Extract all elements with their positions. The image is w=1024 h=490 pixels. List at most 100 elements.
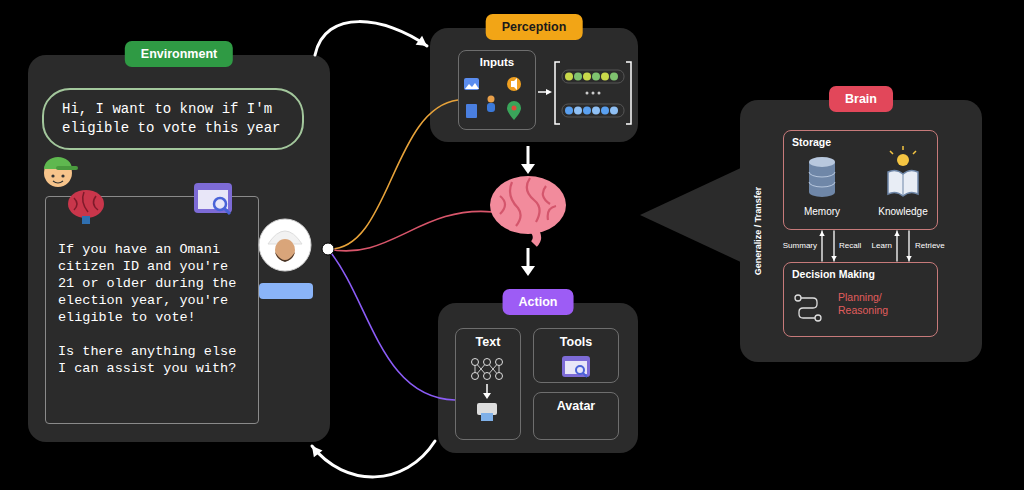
brain-panel: BrainStorageDecision MakingPlanning/ Rea… [740,100,982,362]
callout-pointer [640,166,745,264]
text-generation-icon [481,413,493,421]
brain-icon [82,216,90,224]
flow-arrow [831,231,837,261]
flow-line [896,231,897,261]
tools-icon [565,361,587,374]
memory-database-icon [809,172,835,187]
arrow-head [819,231,825,236]
flow-line [908,231,909,261]
brain-icon [68,190,104,224]
memory-database-icon [809,187,835,197]
text-generation-icon [484,359,491,366]
text-generation-icon [472,359,503,422]
user-icon [56,166,78,170]
knowledge-book-icon [903,174,904,196]
user-icon [61,174,64,177]
knowledge-book-icon [888,146,918,196]
user-icon [51,174,54,177]
arrow-head [906,256,912,261]
search-browser-icon [198,190,228,209]
knowledge-book-icon [897,154,909,166]
agent-avatar [268,231,302,244]
box-title: Tools [540,335,612,350]
embedding-vector [601,107,609,115]
text-generation-icon [475,362,476,376]
text-generation-icon [496,373,503,380]
tools-icon [562,356,590,377]
flow-arrow [894,231,900,261]
central-brain [521,266,535,276]
central-brain [534,230,537,244]
action-panel: ActionTextToolsAvatar [438,303,638,453]
agent-avatar [259,283,313,299]
edge-label: Learn [871,241,893,251]
embedding-vector [610,107,618,115]
arrow-head [894,231,900,236]
input-icons [464,78,479,90]
memory-database-icon [809,157,835,197]
embedding-vector [610,73,618,81]
agent-avatar [322,243,334,255]
input-icons [507,101,521,120]
decision-box: Decision MakingPlanning/ Reasoning [783,262,938,337]
chat-message: Is there anything else I can assist you … [58,343,248,377]
flow-line [821,231,822,261]
flow-arrow [819,231,825,261]
text-generation-icon [475,362,487,376]
avatar-box: Avatar [533,392,619,440]
text-generation-icon [472,359,479,366]
central-brain [500,178,556,226]
user-icon [44,157,72,169]
memory-database-icon [809,157,835,167]
arrow-head [831,256,837,261]
flow-arrow [315,22,427,55]
embedding-vector [538,91,548,93]
response-box: If you have an Omani citizen ID and you'… [45,196,259,424]
arrow-head [416,36,427,46]
text-generation-icon [483,393,491,399]
edge-label: Recall [838,241,862,250]
embedding-vector [592,73,600,81]
text-generation-icon [487,362,499,376]
embedding-vector [546,89,552,95]
embedding-vector [583,73,591,81]
brain-icon [68,190,104,218]
central-brain [527,248,530,268]
panel-tab: Brain [829,86,893,112]
tools-icon [576,366,584,374]
embedding-vector [586,92,589,95]
knowledge-book-icon [888,170,918,196]
text-generation-icon [486,384,488,394]
embedding-vector [592,92,595,95]
embedding-vector [592,107,600,115]
storage-label: Memory [803,206,841,217]
agent-avatar [259,219,334,299]
planning-flow-icon [815,315,821,321]
text-generation-icon [477,403,497,415]
embedding-vector [574,107,582,115]
central-brain [521,164,535,174]
embedding-vector [565,73,573,81]
edge-label: Learn [871,241,893,250]
text-generation-icon [475,362,487,376]
panel-tab: Environment [125,41,233,67]
input-icons [511,78,517,90]
input-icons [487,103,495,112]
storage-label: Memory [803,206,841,218]
search-browser-icon [214,198,226,210]
input-icons [466,104,477,118]
embedding-vector [562,104,624,117]
chat-bubble: Hi, I want to know if I'm eligible to vo… [42,88,304,150]
signal-wire [328,100,458,249]
edge-label: Summary [782,241,818,251]
edge-label: Recall [838,241,862,251]
text-box: Text [455,328,521,440]
central-brain [490,176,566,234]
text-generation-icon [472,373,479,380]
input-icons [465,83,479,89]
perception-panel: PerceptionInputs [430,28,638,142]
edge-label: Summary [782,241,818,250]
signal-wire [328,211,493,251]
embedding-vector [626,62,631,124]
panel-title: Perception [502,19,567,35]
